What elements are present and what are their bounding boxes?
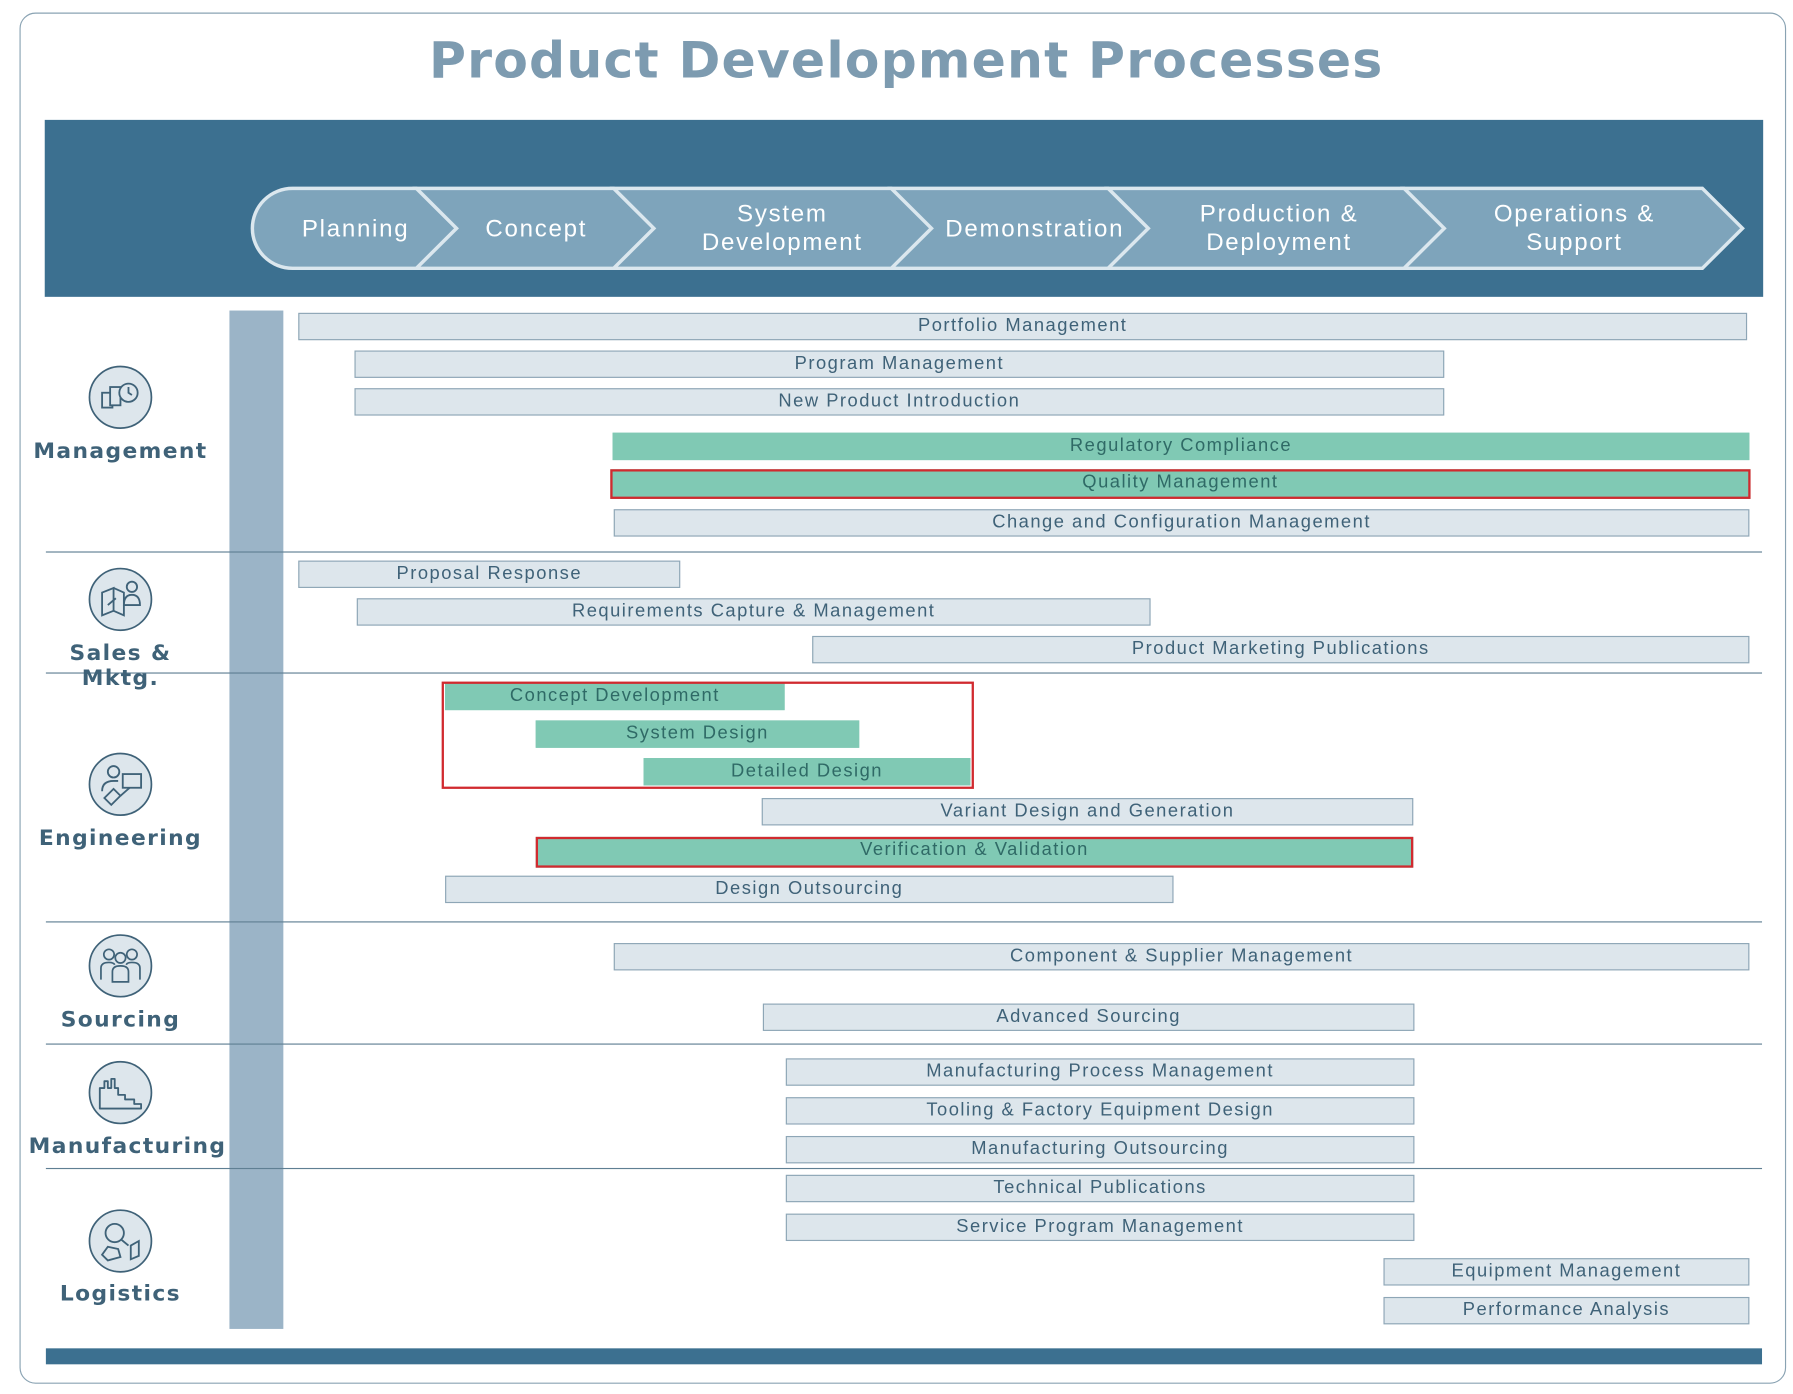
- process-bar-tooling-factory-equipment: Tooling & Factory Equipment Design: [785, 1097, 1415, 1125]
- process-bar-performance-analysis: Performance Analysis: [1383, 1296, 1750, 1325]
- sourcing-icon: [88, 934, 153, 998]
- process-bar-portfolio-management: Portfolio Management: [298, 312, 1748, 341]
- category-label-engineering: Engineering: [38, 825, 202, 851]
- process-bar-component-supplier-management: Component & Supplier Management: [613, 943, 1750, 971]
- process-bar-design-outsourcing: Design Outsourcing: [445, 875, 1174, 904]
- process-bar-quality-management: Quality Management: [610, 469, 1751, 499]
- process-bar-service-program-management: Service Program Management: [785, 1213, 1415, 1242]
- category-label-sales-mktg: Sales & Mktg.: [69, 640, 172, 691]
- row-separator: [45, 672, 1763, 674]
- phase-label-operations-support: Operations &Support: [1493, 200, 1656, 256]
- process-bar-product-marketing-publications: Product Marketing Publications: [812, 635, 1750, 664]
- category-label-manufacturing: Manufacturing: [28, 1133, 227, 1159]
- process-bar-variant-design: Variant Design and Generation: [761, 798, 1414, 826]
- row-separator: [45, 1167, 1763, 1170]
- logistics-icon: [88, 1209, 153, 1273]
- category-label-logistics: Logistics: [59, 1280, 181, 1307]
- process-bar-manufacturing-process-management: Manufacturing Process Management: [785, 1058, 1415, 1086]
- phase-label-planning: Planning: [301, 215, 410, 242]
- phase-chevrons: [250, 186, 1745, 271]
- category-divider-bar: [229, 310, 284, 1329]
- row-separator: [45, 1043, 1763, 1045]
- process-bar-equipment-management: Equipment Management: [1383, 1258, 1750, 1286]
- process-bar-advanced-sourcing: Advanced Sourcing: [762, 1003, 1415, 1031]
- sales-marketing-icon: [88, 567, 153, 632]
- process-bar-technical-publications: Technical Publications: [785, 1174, 1415, 1203]
- phase-chevron-planning: [250, 186, 459, 271]
- category-label-management: Management: [33, 438, 208, 464]
- footer-band: [45, 1348, 1763, 1365]
- process-bar-program-management: Program Management: [354, 350, 1445, 378]
- phase-label-concept: Concept: [485, 215, 588, 242]
- category-label-sourcing: Sourcing: [60, 1006, 181, 1033]
- outer-frame: [19, 12, 1787, 1384]
- process-bar-regulatory-compliance: Regulatory Compliance: [612, 432, 1750, 461]
- process-bar-change-configuration-management: Change and Configuration Management: [613, 509, 1750, 537]
- page-title: Product Development Processes: [429, 31, 1384, 91]
- process-bar-proposal-response: Proposal Response: [298, 560, 681, 588]
- row-separator: [45, 551, 1763, 553]
- highlight-box-design-group: [441, 681, 974, 789]
- phase-chevron-operations-support: [1399, 186, 1745, 271]
- process-bar-manufacturing-outsourcing: Manufacturing Outsourcing: [785, 1135, 1415, 1164]
- phase-label-production-deployment: Production &Deployment: [1199, 200, 1359, 256]
- phase-label-demonstration: Demonstration: [945, 215, 1125, 242]
- process-bar-verification-validation: Verification & Validation: [535, 836, 1414, 868]
- engineering-icon: [88, 752, 153, 817]
- row-separator: [45, 921, 1763, 923]
- process-bar-system-design: System Design: [535, 720, 860, 748]
- process-bar-new-product-introduction: New Product Introduction: [354, 388, 1445, 416]
- management-icon: [88, 365, 153, 429]
- manufacturing-icon: [88, 1060, 153, 1125]
- process-bar-requirements-capture: Requirements Capture & Management: [356, 598, 1151, 626]
- process-bar-detailed-design: Detailed Design: [643, 758, 971, 786]
